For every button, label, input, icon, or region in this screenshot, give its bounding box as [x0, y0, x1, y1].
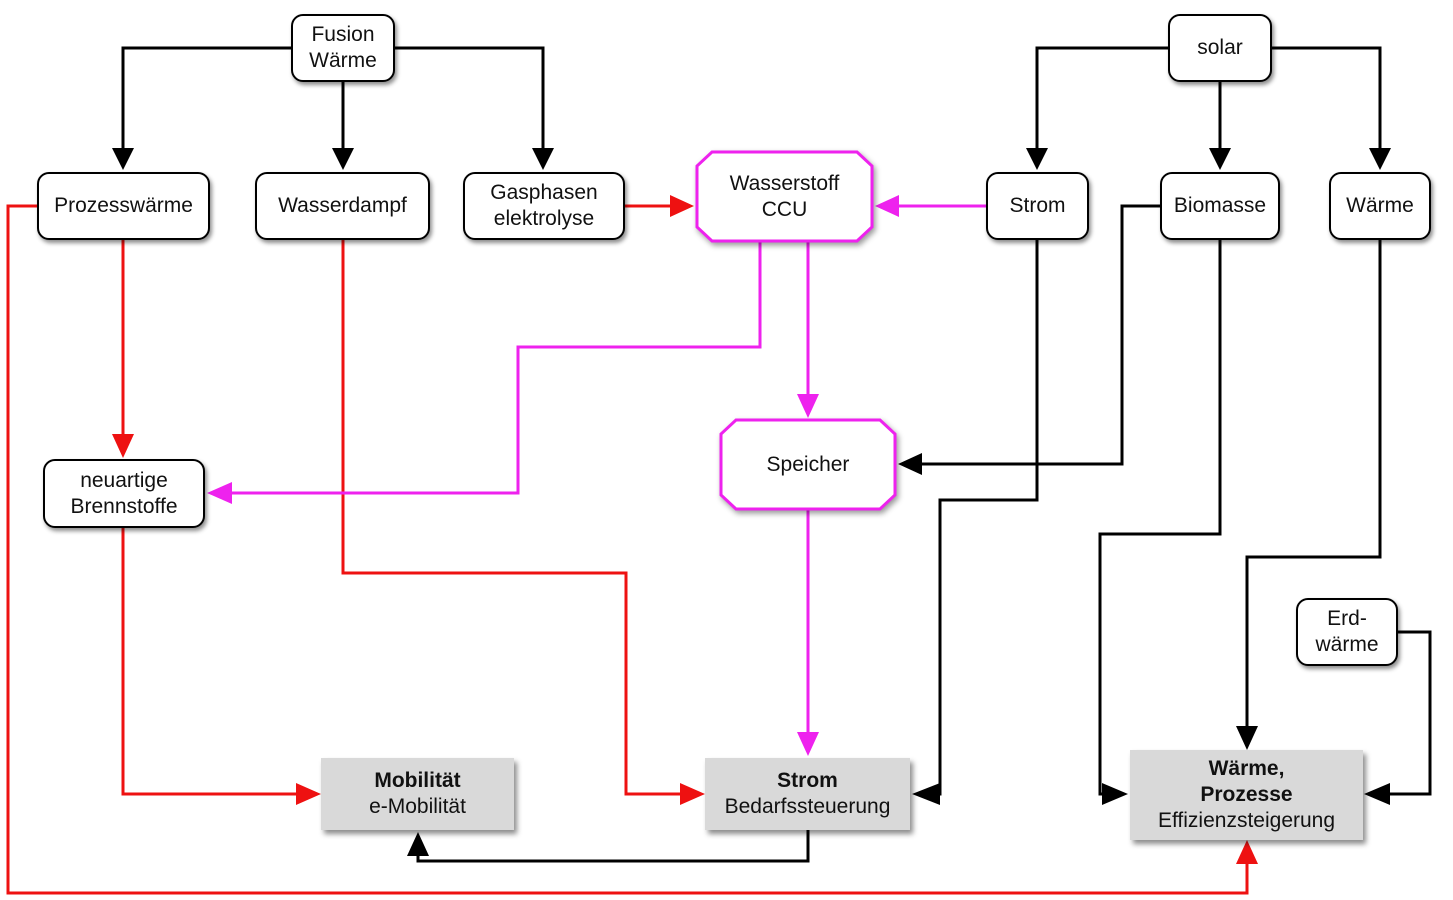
arrowhead: [112, 434, 134, 458]
edge-wasserdampf-to-strom-target: [341, 240, 685, 796]
mobilitaet-title: Mobilität: [374, 769, 461, 792]
fusion-waerme-node: Fusion Wärme: [291, 14, 395, 82]
wasserdampf-label: Wasserdampf: [278, 194, 407, 217]
erdwaerme-line-2: wärme: [1315, 633, 1379, 656]
arrowhead: [670, 195, 694, 217]
edge-biomasse-to-speicher: [922, 204, 1160, 466]
waerme-target-sub: Effizienzsteigerung: [1157, 809, 1336, 832]
arrowhead: [1026, 148, 1048, 170]
wasserstoff-line-1: Wasserstoff: [729, 171, 840, 195]
strom-target-node: Strom Bedarfssteuerung: [705, 758, 910, 830]
edge-waerme-to-waerme-target: [1245, 240, 1382, 728]
wasserstoff-line-2: CCU: [761, 197, 808, 221]
edge-fusion-gasphasen: [395, 46, 545, 148]
wasserstoff-ccu-node: Wasserstoff CCU: [697, 152, 872, 241]
arrowhead: [680, 783, 705, 805]
arrowhead: [898, 453, 922, 475]
edge-prozesswaerme-to-waerme-target: [6, 204, 1249, 895]
brennstoffe-line-2: Brennstoffe: [70, 494, 178, 518]
prozesswaerme-label: Prozesswärme: [54, 194, 193, 217]
arrowhead: [1236, 726, 1258, 750]
edge-erdwaerme-to-waerme-target: [1385, 630, 1432, 796]
waerme-target-title-2: Prozesse: [1200, 783, 1293, 806]
fusion-line-2: Wärme: [309, 49, 377, 72]
wasserstoff-ccu-node-shape: [695, 150, 874, 243]
edge-wasserstoff-to-brennstoffe: [230, 242, 762, 495]
mobilitaet-sub: e-Mobilität: [369, 795, 466, 818]
arrowhead: [1364, 783, 1390, 805]
strom-source-node: Strom: [986, 172, 1089, 240]
gasphasen-elektrolyse-node: Gasphasen elektrolyse: [463, 172, 625, 240]
arrowhead: [332, 148, 354, 170]
erdwaerme-line-1: Erd-: [1327, 607, 1367, 630]
arrowhead: [1209, 148, 1231, 170]
arrowhead: [875, 195, 899, 217]
arrowhead: [1369, 148, 1391, 170]
arrowhead: [797, 732, 819, 756]
strom-target-sub: Bedarfssteuerung: [724, 795, 891, 818]
arrowhead: [912, 783, 940, 805]
brennstoffe-line-1: neuartige: [80, 468, 168, 492]
gasphasen-line-2: elektrolyse: [493, 207, 595, 230]
arrowhead: [407, 832, 429, 856]
speicher-node-shape: [719, 418, 897, 511]
edge-biomasse-to-waerme-target: [1098, 240, 1222, 796]
arrowhead: [1102, 783, 1128, 805]
biomasse-node: Biomasse: [1160, 172, 1280, 240]
prozesswaerme-node: Prozesswärme: [37, 172, 210, 240]
waerme-source-node: Wärme: [1329, 172, 1431, 240]
arrowhead: [296, 783, 321, 805]
arrowhead: [207, 482, 232, 504]
neuartige-brennstoffe-node: neuartige Brennstoffe: [43, 459, 205, 528]
waerme-target-title-1: Wärme,: [1208, 757, 1285, 780]
edge-brennstoffe-to-mobilitaet: [121, 528, 300, 796]
arrowhead: [112, 148, 134, 170]
mobilitaet-target-node: Mobilität e-Mobilität: [321, 758, 514, 830]
biomasse-label: Biomasse: [1173, 194, 1267, 217]
wasserdampf-node: Wasserdampf: [255, 172, 430, 240]
waerme-prozesse-target-node: Wärme, Prozesse Effizienzsteigerung: [1130, 750, 1363, 840]
edge-strom-to-strom-target: [930, 240, 1039, 796]
edge-solar-waerme: [1272, 46, 1382, 148]
waerme-source-label: Wärme: [1346, 194, 1414, 217]
speicher-node: Speicher: [721, 420, 895, 509]
strom-target-title: Strom: [777, 769, 838, 792]
gasphasen-line-1: Gasphasen: [490, 181, 598, 204]
solar-label: solar: [1197, 36, 1243, 59]
erdwaerme-node: Erd- wärme: [1296, 598, 1398, 666]
fusion-line-1: Fusion: [311, 23, 375, 46]
edge-fusion-prozesswaerme: [121, 46, 291, 148]
strom-source-label: Strom: [1009, 194, 1066, 217]
arrowhead: [532, 148, 554, 170]
speicher-label: Speicher: [766, 452, 850, 476]
edge-strom-target-to-mobilitaet: [416, 830, 810, 863]
edge-solar-strom: [1035, 46, 1168, 148]
arrowhead: [1236, 840, 1258, 864]
solar-node: solar: [1168, 14, 1272, 82]
arrowhead: [797, 394, 819, 418]
